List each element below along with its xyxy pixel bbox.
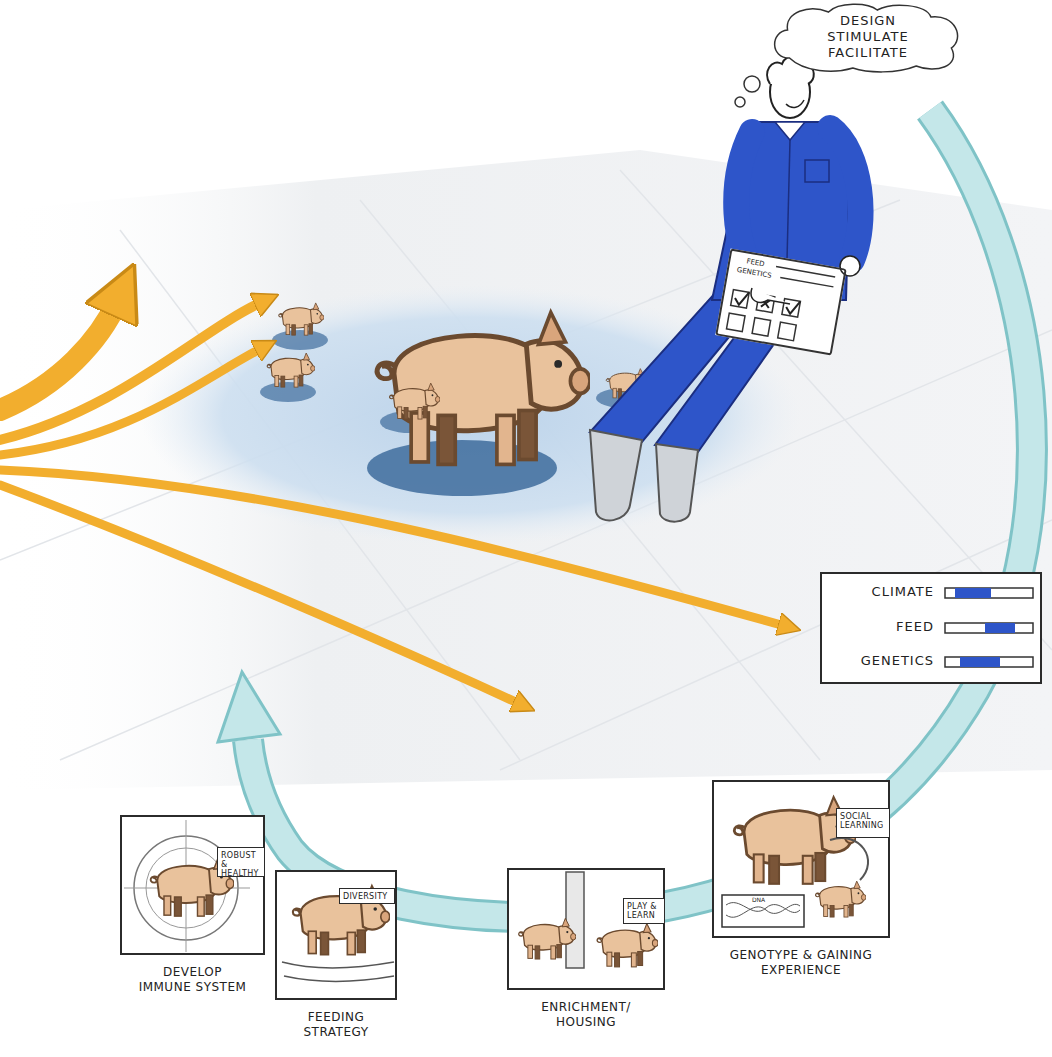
piglet-shadow bbox=[260, 382, 316, 402]
cycle-arrow-head bbox=[218, 672, 280, 742]
thought-dot bbox=[735, 97, 745, 107]
farmer-boot bbox=[656, 444, 698, 522]
piglet bbox=[267, 353, 315, 387]
clipboard-sheet bbox=[715, 248, 846, 355]
farmer-hand bbox=[840, 256, 860, 276]
growth-arrow bbox=[0, 348, 262, 455]
panel-fill bbox=[507, 868, 665, 990]
story-panel: DEVELOP IMMUNE SYSTEMROBUST & HEALTHY bbox=[120, 815, 265, 955]
clipboard bbox=[715, 248, 846, 355]
dna-helix bbox=[726, 903, 800, 918]
target-cross bbox=[124, 820, 250, 952]
slider-track bbox=[945, 623, 1033, 633]
sow bbox=[377, 313, 590, 465]
panel-caption: DEVELOP IMMUNE SYSTEM bbox=[138, 965, 248, 995]
panel-caption: GENOTYPE & GAINING EXPERIENCE bbox=[716, 948, 886, 978]
thought-dot bbox=[744, 76, 760, 92]
learning-arrow bbox=[830, 838, 868, 880]
grid-line bbox=[500, 520, 1052, 770]
slider-track bbox=[945, 657, 1033, 667]
checkbox bbox=[752, 318, 771, 337]
check-mark bbox=[734, 290, 800, 315]
clipboard-text: FEED bbox=[746, 257, 765, 268]
dna-label: DNA bbox=[752, 896, 765, 903]
farmer bbox=[590, 56, 861, 522]
panel-tag: ROBUST & HEALTHY bbox=[217, 847, 265, 877]
piglet-shadow bbox=[272, 330, 328, 350]
cloud-shape bbox=[775, 4, 958, 72]
slider-fill bbox=[960, 657, 1000, 667]
checkbox bbox=[726, 313, 745, 332]
piglet bbox=[390, 383, 440, 419]
slider-panel-fill bbox=[820, 572, 1042, 684]
slider-panel: CLIMATE FEED GENETICS bbox=[820, 572, 1042, 684]
slider-track bbox=[945, 588, 1033, 598]
farmer-collar bbox=[775, 122, 805, 140]
feed-trough bbox=[282, 962, 394, 981]
farmer-smile bbox=[786, 100, 804, 107]
panel-pig bbox=[519, 918, 576, 959]
slider-label: GENETICS bbox=[861, 653, 934, 668]
slider-label: CLIMATE bbox=[872, 584, 934, 599]
tag-text: SOCIAL LEARNING bbox=[837, 809, 889, 833]
checkbox bbox=[778, 322, 797, 341]
tag-text: DIVERSITY bbox=[340, 889, 394, 904]
panel-caption: ENRICHMENT/ HOUSING bbox=[531, 1000, 641, 1030]
growth-arrow bbox=[0, 300, 118, 410]
thought-bubble: DESIGN STIMULATE FACILITATE bbox=[770, 2, 965, 74]
checkbox bbox=[782, 299, 801, 318]
dna-box bbox=[722, 895, 804, 927]
slider-fill bbox=[985, 623, 1015, 633]
panel-tag: SOCIAL LEARNING bbox=[836, 808, 890, 838]
panel-tag: DIVERSITY bbox=[339, 888, 395, 904]
slider-fill bbox=[955, 588, 991, 598]
tag-text: PLAY & LEARN bbox=[624, 899, 664, 923]
story-panel: ENRICHMENT/ HOUSINGPLAY & LEARN bbox=[507, 868, 665, 990]
growth-arrow bbox=[0, 485, 520, 704]
floor bbox=[0, 150, 1052, 790]
checkbox bbox=[731, 290, 750, 309]
clipboard-slider bbox=[774, 267, 835, 287]
panel-tag: PLAY & LEARN bbox=[623, 898, 665, 924]
farmer-boot bbox=[590, 430, 642, 520]
panel-fill bbox=[120, 815, 265, 955]
panel-fill bbox=[275, 870, 397, 1000]
panel-caption: FEEDING STRATEGY bbox=[281, 1010, 391, 1040]
clipboard-text: GENETICS bbox=[736, 266, 772, 280]
thought-text: DESIGN STIMULATE FACILITATE bbox=[812, 13, 924, 61]
hanging-wood bbox=[566, 872, 584, 968]
piglet bbox=[279, 303, 324, 335]
story-panel: FEEDING STRATEGYDIVERSITY bbox=[275, 870, 397, 1000]
farmer-hand bbox=[751, 288, 790, 304]
panel-pig bbox=[597, 924, 658, 967]
farmer-pocket bbox=[805, 160, 829, 182]
slider-label: FEED bbox=[896, 619, 934, 634]
panel-fill bbox=[712, 780, 890, 938]
panel-piglet bbox=[816, 881, 866, 917]
tag-text: ROBUST & HEALTHY bbox=[218, 848, 264, 881]
floor-grid bbox=[0, 170, 1052, 770]
farmer-arm bbox=[830, 128, 861, 260]
story-panel: GENOTYPE & GAINING EXPERIENCESOCIAL LEAR… bbox=[712, 780, 890, 938]
